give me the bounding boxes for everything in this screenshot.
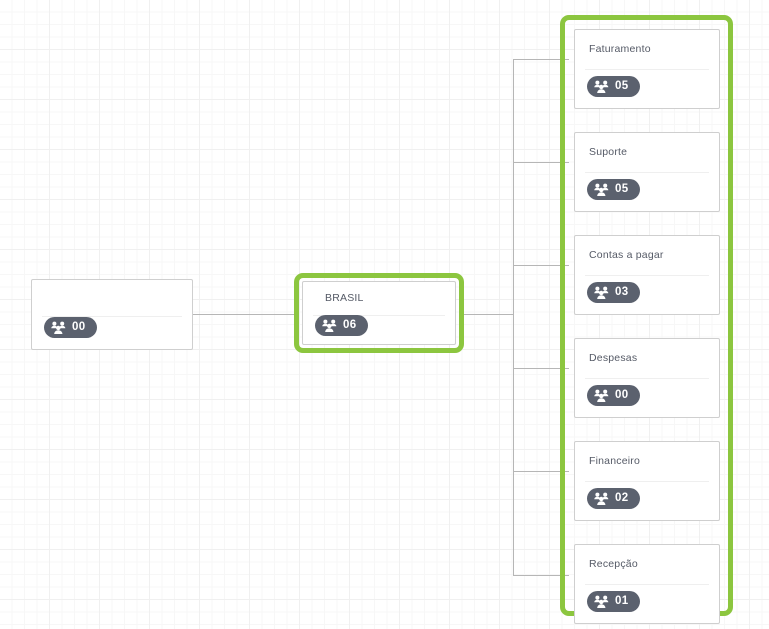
org-node-department-member-badge[interactable]: 02 [587,488,640,509]
org-node-department-member-badge[interactable]: 00 [587,385,640,406]
org-node-department-divider [585,378,709,379]
connector-trunk-vertical [513,59,514,576]
users-group-icon [594,389,609,402]
org-node-department-member-count: 01 [615,594,629,607]
org-node-department-title: Financeiro [589,455,641,467]
org-node-department[interactable]: Faturamento 05 [574,29,720,109]
org-node-department-member-count: 05 [615,182,629,195]
users-group-icon [594,492,609,505]
connector-branch-recepcao [513,575,569,576]
org-node-department-member-count: 05 [615,79,629,92]
connector-brasil-to-trunk [464,314,514,315]
org-node-department[interactable]: Recepção 01 [574,544,720,624]
org-department-group-highlight: Faturamento 05 Suporte [560,15,733,624]
org-node-root-member-count: 00 [72,320,86,333]
org-node-brasil-member-badge[interactable]: 06 [315,315,368,336]
org-node-department-divider [585,172,709,173]
org-node-department[interactable]: Despesas 00 [574,338,720,418]
org-node-brasil-divider [313,315,445,316]
org-node-department-member-count: 00 [615,388,629,401]
org-node-department-divider [585,275,709,276]
connector-branch-faturamento [513,59,569,60]
org-node-brasil[interactable]: BRASIL 06 [302,281,456,345]
org-node-department-title: Faturamento [589,43,651,55]
org-node-brasil-title: BRASIL [325,292,364,304]
users-group-icon [594,80,609,93]
users-group-icon [594,286,609,299]
users-group-icon [594,595,609,608]
users-group-icon [594,183,609,196]
org-node-department[interactable]: Contas a pagar 03 [574,235,720,315]
org-node-root-member-badge[interactable]: 00 [44,317,97,338]
org-node-department-member-badge[interactable]: 01 [587,591,640,612]
org-node-department-divider [585,69,709,70]
org-node-department[interactable]: Financeiro 02 [574,441,720,521]
org-node-department-title: Recepção [589,558,638,570]
connector-branch-despesas [513,368,569,369]
org-node-brasil-member-count: 06 [343,318,357,331]
users-group-icon [322,319,337,332]
org-node-department-member-badge[interactable]: 05 [587,76,640,97]
org-node-department-title: Contas a pagar [589,249,664,261]
org-node-root-divider [42,316,182,317]
org-node-root[interactable]: 00 [31,279,193,350]
connector-branch-suporte [513,162,569,163]
org-node-department[interactable]: Suporte 05 [574,132,720,212]
org-node-department-divider [585,584,709,585]
org-node-department-title: Despesas [589,352,638,364]
org-node-department-divider [585,481,709,482]
connector-branch-financeiro [513,471,569,472]
org-node-department-member-badge[interactable]: 03 [587,282,640,303]
org-node-department-member-badge[interactable]: 05 [587,179,640,200]
org-node-department-member-count: 02 [615,491,629,504]
connector-root-to-brasil [193,314,294,315]
users-group-icon [51,321,66,334]
org-node-brasil-highlight [294,273,464,353]
org-node-department-title: Suporte [589,146,628,158]
connector-branch-contas-a-pagar [513,265,569,266]
org-node-department-member-count: 03 [615,285,629,298]
